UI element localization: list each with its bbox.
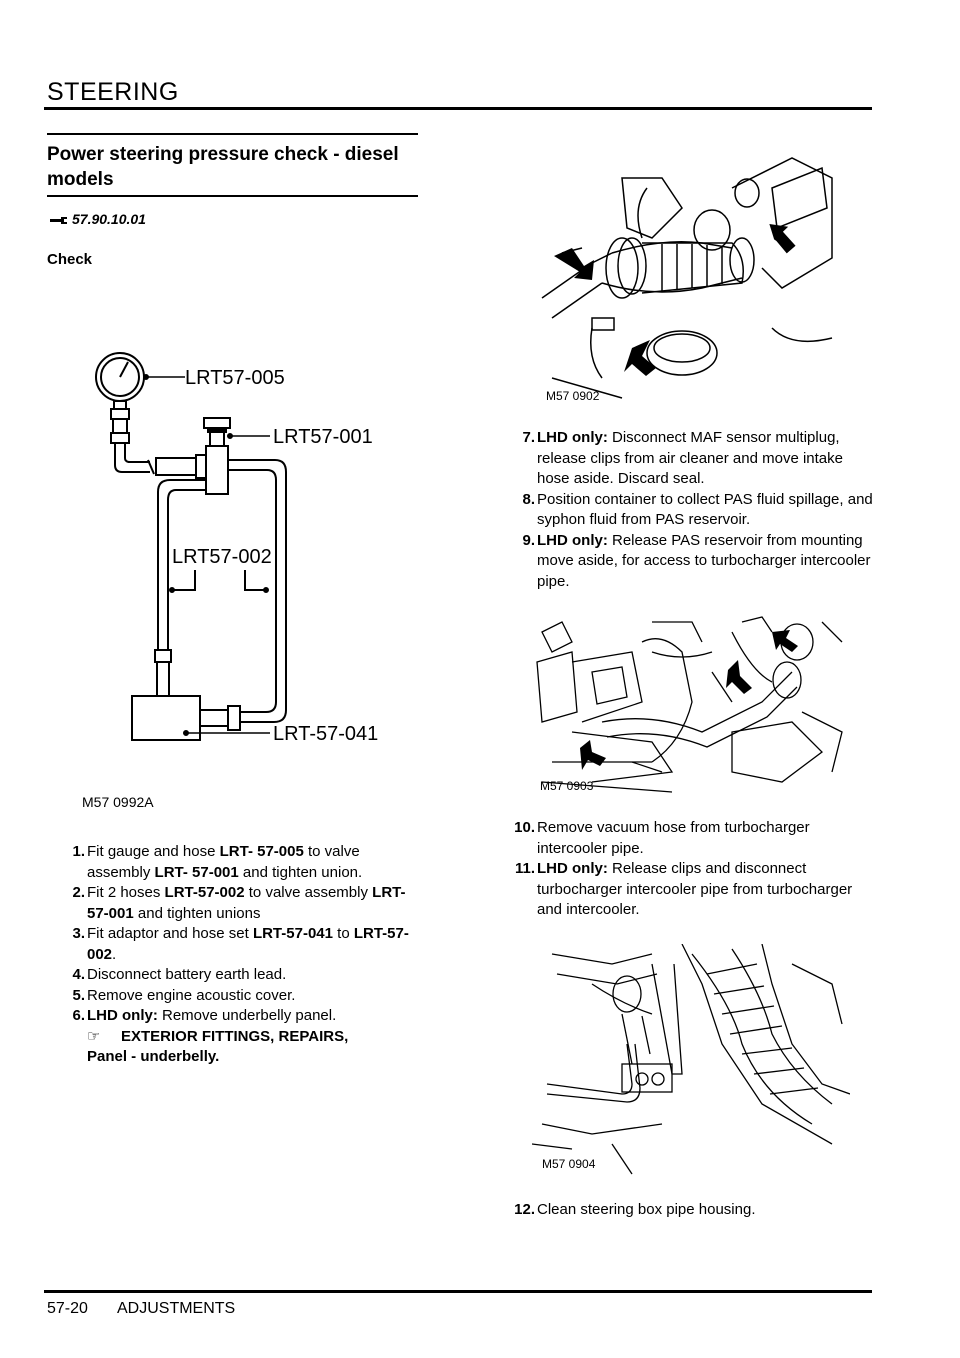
step-item: 7.LHD only: Disconnect MAF sensor multip… xyxy=(497,428,877,490)
step-emphasis: LHD only: xyxy=(87,1007,158,1024)
gauge-assembly-figure: LRT57-005 LRT57-001 LRT57-002 LRT-57-041… xyxy=(60,330,420,820)
figure-caption-intake: M57 0902 xyxy=(546,389,600,403)
step-number: 5. xyxy=(72,986,85,1004)
hand-pointer-icon: ☞ xyxy=(87,1027,101,1045)
figure-caption-intercooler: M57 0903 xyxy=(540,779,594,793)
label-lrt57-005: LRT57-005 xyxy=(185,367,285,389)
step-number: 1. xyxy=(72,843,85,860)
steps-left: 1.Fit gauge and hose LRT- 57-005 to valv… xyxy=(47,842,427,1068)
step-number: 4. xyxy=(72,966,85,983)
step-emphasis: LRT- 57-001 xyxy=(87,884,406,922)
step-item: 11.LHD only: Release clips and disconnec… xyxy=(497,859,877,921)
intercooler-pipe-figure: M57 0903 xyxy=(532,612,850,798)
step-emphasis: LRT- 57-005 xyxy=(219,843,304,860)
step-number: 8. xyxy=(522,490,535,508)
header-rule xyxy=(44,107,872,110)
check-heading: Check xyxy=(47,251,93,268)
section-title: Power steering pressure check - diesel m… xyxy=(47,144,399,190)
step-item: 12.Clean steering box pipe housing. xyxy=(497,1200,877,1221)
step-item: 4.Disconnect battery earth lead. xyxy=(47,965,427,986)
step-emphasis: LRT-57-002 xyxy=(164,884,245,901)
step-number: 12. xyxy=(514,1201,535,1218)
step-number: 6. xyxy=(72,1007,85,1024)
step-item: 9.LHD only: Release PAS reservoir from m… xyxy=(497,531,877,593)
step-emphasis: LHD only: xyxy=(537,531,608,549)
section-top-rule xyxy=(47,133,418,135)
cross-reference[interactable]: ☞EXTERIOR FITTINGS, REPAIRS, xyxy=(47,1027,427,1048)
step-emphasis: LHD only: xyxy=(537,860,608,877)
label-lrt-57-041: LRT-57-041 xyxy=(273,723,378,745)
section-bottom-rule xyxy=(47,195,418,197)
steps-right-b: 10.Remove vacuum hose from turbocharger … xyxy=(497,818,877,921)
step-item: 5.Remove engine acoustic cover. xyxy=(47,986,427,1007)
wrench-icon xyxy=(50,213,68,231)
step-number: 10. xyxy=(514,819,535,836)
step-item: 10.Remove vacuum hose from turbocharger … xyxy=(497,818,877,859)
footer-rule xyxy=(44,1290,872,1293)
intake-hose-figure: M57 0902 xyxy=(532,148,852,408)
step-emphasis: LRT-57-041 xyxy=(252,925,333,942)
page-header-title: STEERING xyxy=(47,78,179,106)
step-item: 6.LHD only: Remove underbelly panel. xyxy=(47,1006,427,1027)
step-number: 11. xyxy=(514,860,535,877)
step-number: 9. xyxy=(522,531,535,549)
step-item: 8.Position container to collect PAS flui… xyxy=(497,490,877,531)
step-emphasis: LRT- 57-001 xyxy=(154,863,239,881)
step-number: 2. xyxy=(72,884,85,901)
step-item: 2.Fit 2 hoses LRT-57-002 to valve assemb… xyxy=(47,883,427,924)
page-number: 57-20 xyxy=(47,1300,88,1317)
label-lrt57-001: LRT57-001 xyxy=(273,426,373,448)
step-item: 3.Fit adaptor and hose set LRT-57-041 to… xyxy=(47,924,427,965)
figure-caption-gauge: M57 0992A xyxy=(82,794,154,810)
step-item: 1.Fit gauge and hose LRT- 57-005 to valv… xyxy=(47,842,427,883)
label-lrt57-002: LRT57-002 xyxy=(172,546,272,568)
step-emphasis: LHD only: xyxy=(537,429,608,446)
steps-right-c: 12.Clean steering box pipe housing. xyxy=(497,1200,877,1221)
operation-reference: 57.90.10.01 xyxy=(72,211,146,227)
cross-reference-target[interactable]: Panel - underbelly. xyxy=(87,1048,220,1065)
steps-right-a: 7.LHD only: Disconnect MAF sensor multip… xyxy=(497,428,877,592)
figure-caption-box: M57 0904 xyxy=(542,1157,596,1171)
step-number: 3. xyxy=(72,925,85,942)
footer-section: ADJUSTMENTS xyxy=(117,1300,236,1317)
step-emphasis: LRT-57-002 xyxy=(87,925,409,963)
steering-box-figure: M57 0904 xyxy=(532,944,850,1176)
step-number: 7. xyxy=(522,429,535,446)
